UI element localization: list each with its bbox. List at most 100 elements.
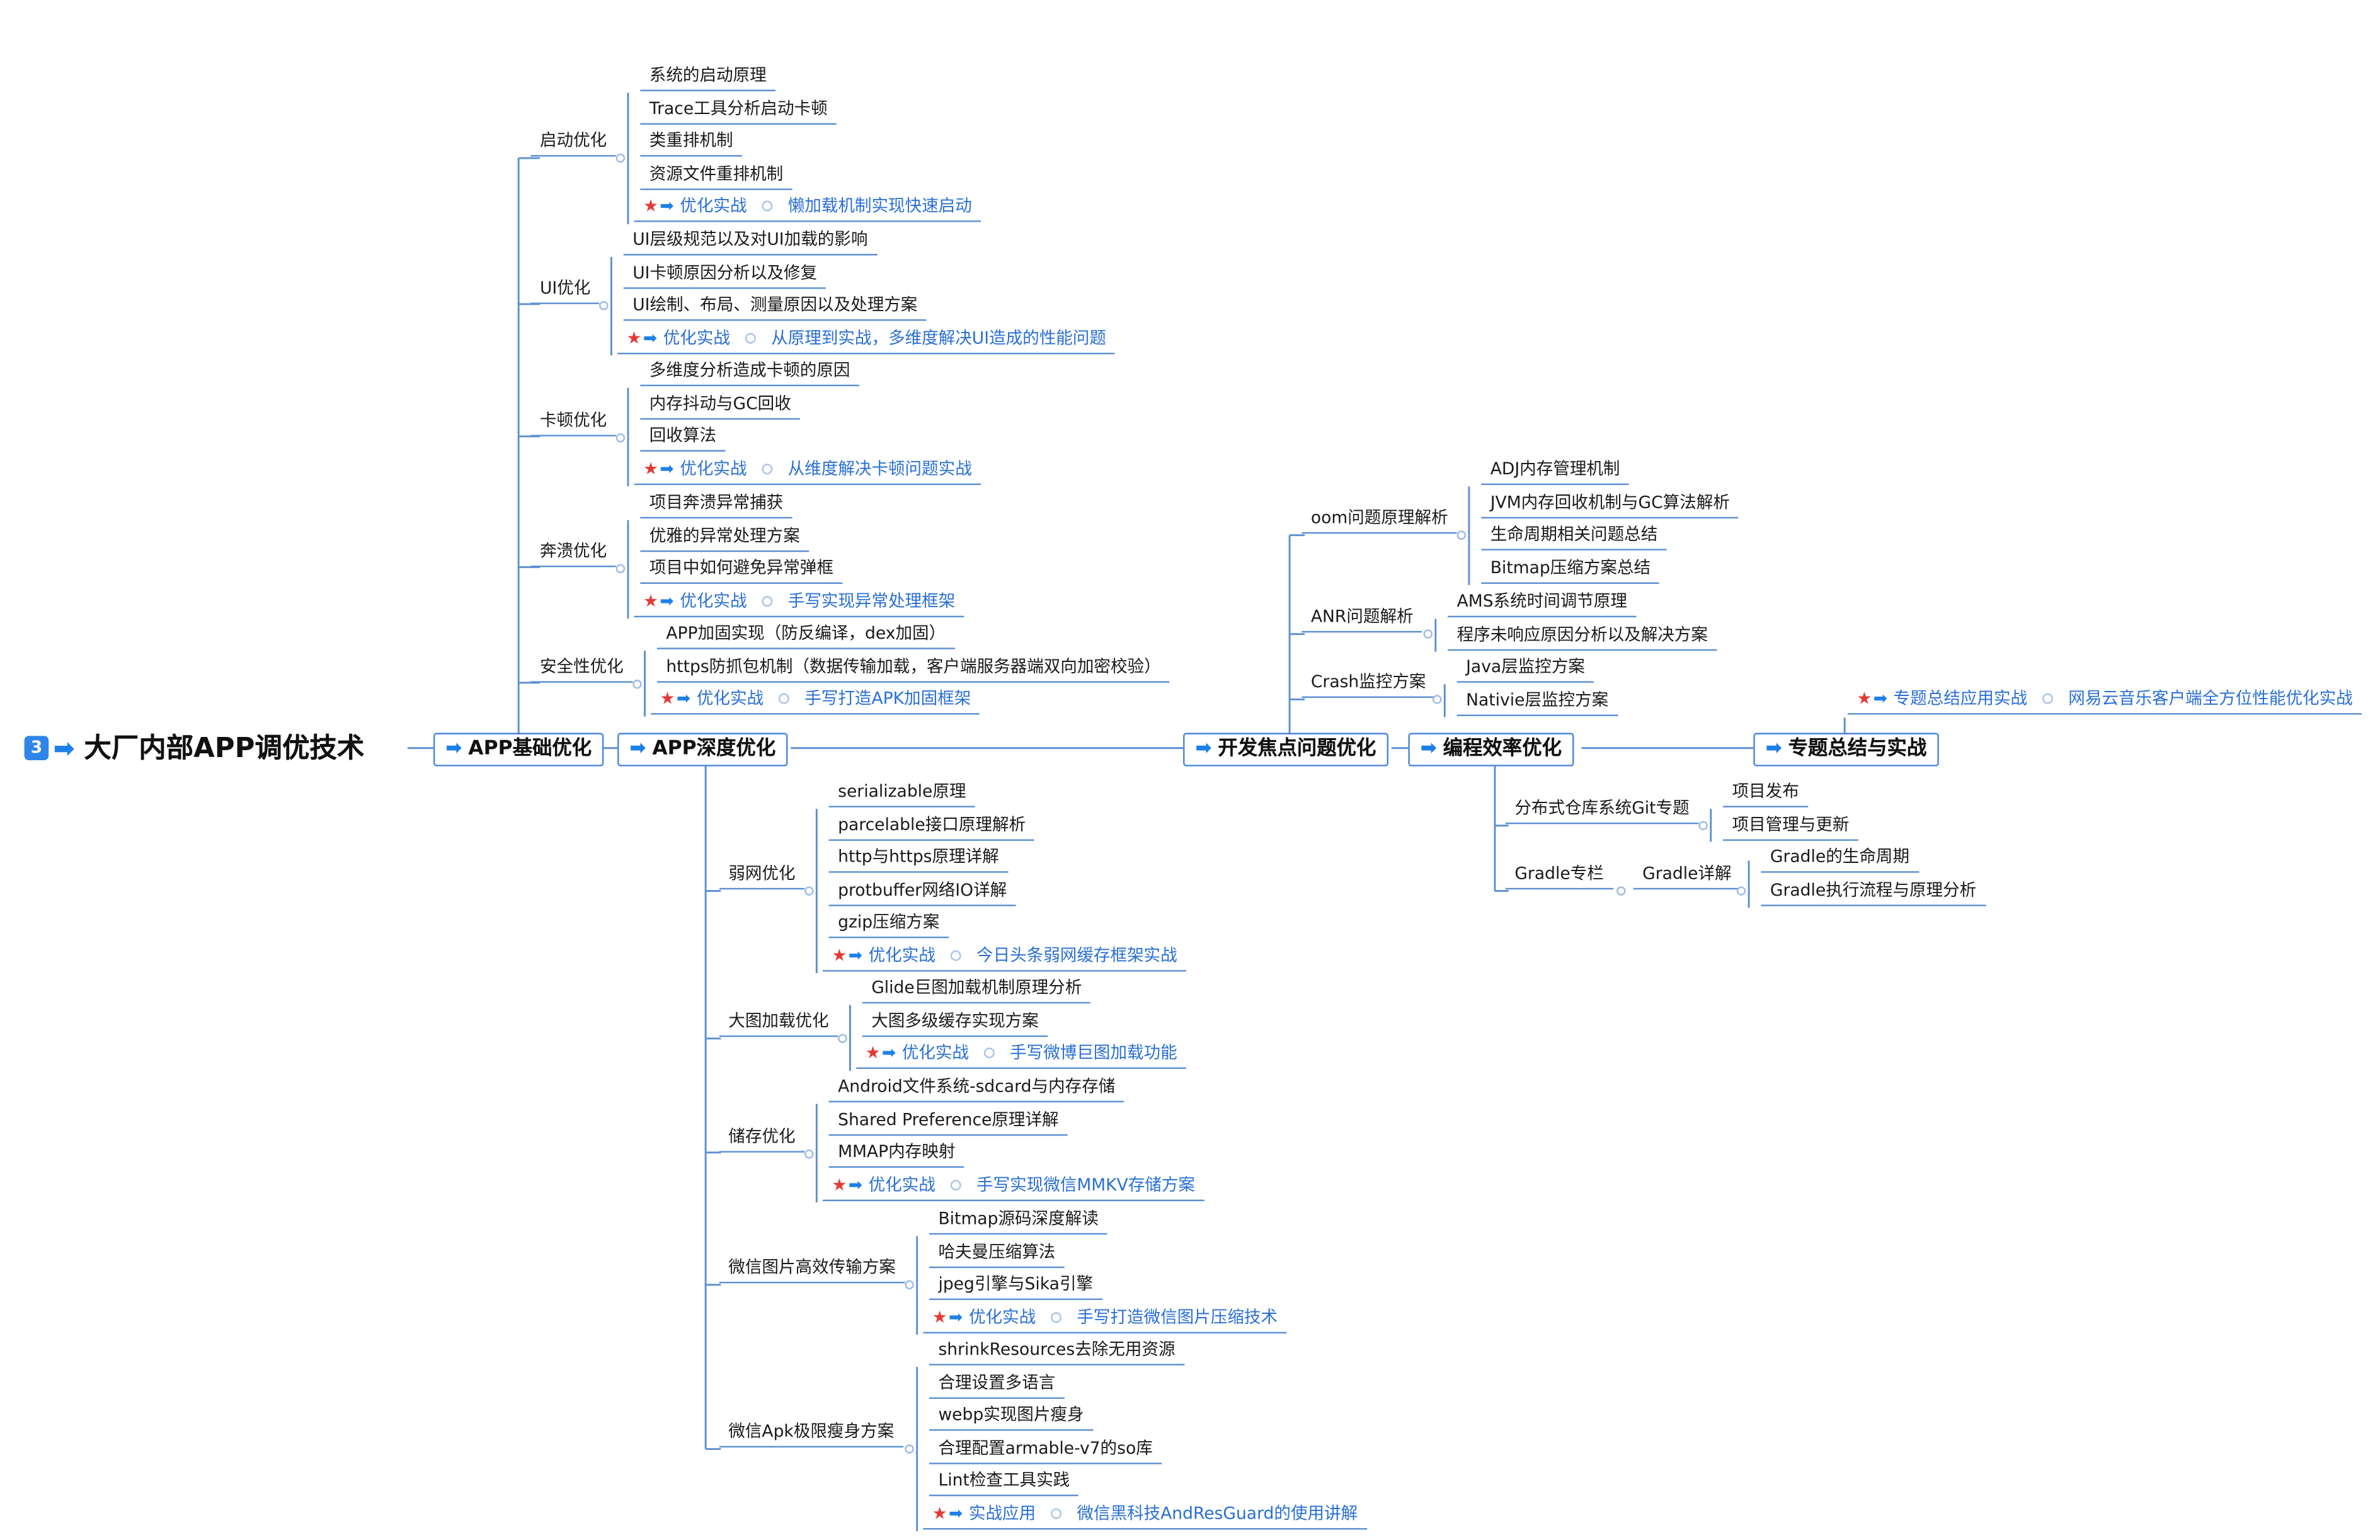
branch-item[interactable]: AMS系统时间调节原理 <box>1448 591 1637 618</box>
main-node-basic[interactable]: ➡APP基础优化 <box>433 733 604 767</box>
branch-item[interactable]: 哈夫曼压缩算法 <box>929 1241 1065 1268</box>
branch-label[interactable]: Gradle专栏 <box>1505 864 1613 890</box>
branch-item[interactable]: 资源文件重排机制 <box>640 164 792 190</box>
branch-label[interactable]: 安全性优化 <box>530 657 633 683</box>
practice-detail: 手写微博巨图加载功能 <box>1010 1043 1177 1063</box>
main-node-deep[interactable]: ➡APP深度优化 <box>617 733 788 767</box>
branch-item[interactable]: 合理配置armable-v7的so库 <box>929 1438 1162 1464</box>
branch-item[interactable]: UI层级规范以及对UI加载的影响 <box>623 230 877 256</box>
branch-label[interactable]: 分布式仓库系统Git专题 <box>1505 798 1699 824</box>
separator-dot-icon <box>745 333 756 344</box>
branch-item[interactable]: 优雅的异常处理方案 <box>640 525 810 552</box>
practice-item[interactable]: ★➡优化实战今日头条弱网缓存框架实战 <box>822 946 1187 972</box>
branch-item[interactable]: 多维度分析造成卡顿的原因 <box>640 360 859 387</box>
branch-item[interactable]: http与https原理详解 <box>828 847 1009 874</box>
branch-label[interactable]: 储存优化 <box>719 1127 805 1153</box>
practice-item[interactable]: ★➡优化实战手写微博巨图加载功能 <box>856 1043 1187 1069</box>
branch-item[interactable]: 大图多级缓存实现方案 <box>862 1010 1048 1037</box>
practice-item[interactable]: ★➡专题总结应用实战网易云音乐客户端全方位性能优化实战 <box>1848 689 2362 715</box>
branch-item[interactable]: UI绘制、布局、测量原因以及处理方案 <box>623 295 927 321</box>
collapse-handle[interactable] <box>905 1280 914 1290</box>
branch-item[interactable]: jpeg引擎与Sika引擎 <box>929 1274 1102 1301</box>
branch-item[interactable]: Shared Preference原理详解 <box>828 1109 1068 1136</box>
branch-item[interactable]: Bitmap源码深度解读 <box>929 1209 1108 1235</box>
practice-item[interactable]: ★➡优化实战手写打造微信图片压缩技术 <box>923 1307 1287 1333</box>
branch-item[interactable]: ADJ内存管理机制 <box>1481 459 1629 486</box>
branch-item[interactable]: webp实现图片瘦身 <box>929 1405 1094 1432</box>
branch-item[interactable]: Glide巨图加载机制原理分析 <box>862 978 1091 1004</box>
branch-item[interactable]: 类重排机制 <box>640 131 743 157</box>
collapse-handle[interactable] <box>838 1034 847 1044</box>
collapse-handle[interactable] <box>905 1444 914 1454</box>
collapse-handle[interactable] <box>1736 886 1746 896</box>
branch-item[interactable]: 内存抖动与GC回收 <box>640 393 801 419</box>
branch-label[interactable]: Crash监控方案 <box>1302 672 1435 699</box>
branch-item[interactable]: 系统的启动原理 <box>640 66 776 91</box>
branch-label[interactable]: 大图加载优化 <box>719 1011 838 1037</box>
main-node-summary[interactable]: ➡专题总结与实战 <box>1753 733 1939 767</box>
branch-item[interactable]: APP加固实现（防反编译，dex加固） <box>656 624 955 649</box>
branch-label[interactable]: UI优化 <box>530 278 600 304</box>
branch-item[interactable]: 项目管理与更新 <box>1723 814 1858 840</box>
separator-dot-icon <box>762 595 773 607</box>
branch-item[interactable]: UI卡顿原因分析以及修复 <box>623 263 827 288</box>
branch-label[interactable]: 微信图片高效传输方案 <box>719 1257 905 1284</box>
collapse-handle[interactable] <box>599 300 609 311</box>
branch-item[interactable]: parcelable接口原理解析 <box>828 814 1035 840</box>
practice-item[interactable]: ★➡优化实战手写实现异常处理框架 <box>634 591 964 617</box>
branch-item[interactable]: 程序未响应原因分析以及解决方案 <box>1448 624 1717 651</box>
arrow-right-icon: ➡ <box>660 197 674 217</box>
branch-item[interactable]: Android文件系统-sdcard与内存存储 <box>828 1076 1124 1103</box>
branch-item[interactable]: https防抓包机制（数据传输加载，客户端服务器端双向加密校验） <box>656 656 1170 682</box>
collapse-handle[interactable] <box>615 433 626 443</box>
branch-item[interactable]: shrinkResources去除无用资源 <box>929 1340 1185 1366</box>
branch-item[interactable]: serializable原理 <box>828 782 976 807</box>
practice-item[interactable]: ★➡实战应用微信黑科技AndResGuard的使用讲解 <box>923 1503 1367 1530</box>
branch-item[interactable]: Lint检查工具实践 <box>929 1471 1079 1497</box>
branch-item[interactable]: Java层监控方案 <box>1456 657 1594 683</box>
practice-item[interactable]: ★➡优化实战懒加载机制实现快速启动 <box>634 197 981 223</box>
practice-item[interactable]: ★➡优化实战从原理到实战，多维度解决UI造成的性能问题 <box>617 328 1116 354</box>
practice-item[interactable]: ★➡优化实战从维度解决卡顿问题实战 <box>634 459 981 485</box>
branch-item[interactable]: 回收算法 <box>640 426 726 452</box>
branch-item[interactable]: Bitmap压缩方案总结 <box>1481 557 1660 584</box>
branch-label[interactable]: oom问题原理解析 <box>1302 508 1458 534</box>
collapse-handle[interactable] <box>1616 886 1626 896</box>
branch-item[interactable]: 项目发布 <box>1723 782 1809 807</box>
collapse-handle[interactable] <box>1423 629 1433 639</box>
collapse-handle[interactable] <box>615 564 626 574</box>
main-node-focus[interactable]: ➡开发焦点问题优化 <box>1183 733 1388 767</box>
root-topic[interactable]: 3➡大厂内部APP调优技术 <box>24 731 364 768</box>
collapse-handle[interactable] <box>615 153 626 163</box>
practice-label: 优化实战 <box>968 1307 1036 1327</box>
branch-item[interactable]: 项目中如何避免异常弹框 <box>640 558 843 585</box>
collapse-handle[interactable] <box>632 680 642 689</box>
branch-label[interactable]: 微信Apk极限瘦身方案 <box>719 1422 903 1448</box>
collapse-handle[interactable] <box>804 886 814 896</box>
branch-item[interactable]: gzip压缩方案 <box>828 913 949 939</box>
branch-label[interactable]: 卡顿优化 <box>530 411 616 436</box>
branch-item[interactable]: 生命周期相关问题总结 <box>1481 525 1667 551</box>
practice-item[interactable]: ★➡优化实战手写打造APK加固框架 <box>651 689 980 716</box>
collapse-handle[interactable] <box>1698 821 1708 831</box>
branch-item[interactable]: JVM内存回收机制与GC算法解析 <box>1481 492 1739 518</box>
branch-item[interactable]: Gradle执行流程与原理分析 <box>1761 880 1986 906</box>
main-node-efficiency[interactable]: ➡编程效率优化 <box>1408 733 1574 767</box>
collapse-handle[interactable] <box>1432 695 1442 704</box>
collapse-handle[interactable] <box>1456 530 1467 540</box>
branch-label[interactable]: Gradle详解 <box>1633 864 1741 890</box>
branch-label[interactable]: 弱网优化 <box>719 864 805 890</box>
branch-item[interactable]: Trace工具分析启动卡顿 <box>640 98 837 124</box>
branch-label[interactable]: 启动优化 <box>530 131 616 157</box>
branch-item[interactable]: MMAP内存映射 <box>828 1142 964 1168</box>
branch-item[interactable]: Gradle的生命周期 <box>1761 847 1919 873</box>
collapse-handle[interactable] <box>804 1149 814 1159</box>
branch-label[interactable]: 奔溃优化 <box>530 541 616 568</box>
branch-label[interactable]: ANR问题解析 <box>1302 607 1423 633</box>
branch-item[interactable]: protbuffer网络IO详解 <box>828 880 1016 906</box>
branch-item[interactable]: 项目奔溃异常捕获 <box>640 493 792 519</box>
branch-item[interactable]: Nativie层监控方案 <box>1456 690 1618 716</box>
branch-item[interactable]: 合理设置多语言 <box>929 1372 1065 1398</box>
practice-item[interactable]: ★➡优化实战手写实现微信MMKV存储方案 <box>822 1175 1204 1201</box>
practice-detail: 从原理到实战，多维度解决UI造成的性能问题 <box>771 328 1106 348</box>
